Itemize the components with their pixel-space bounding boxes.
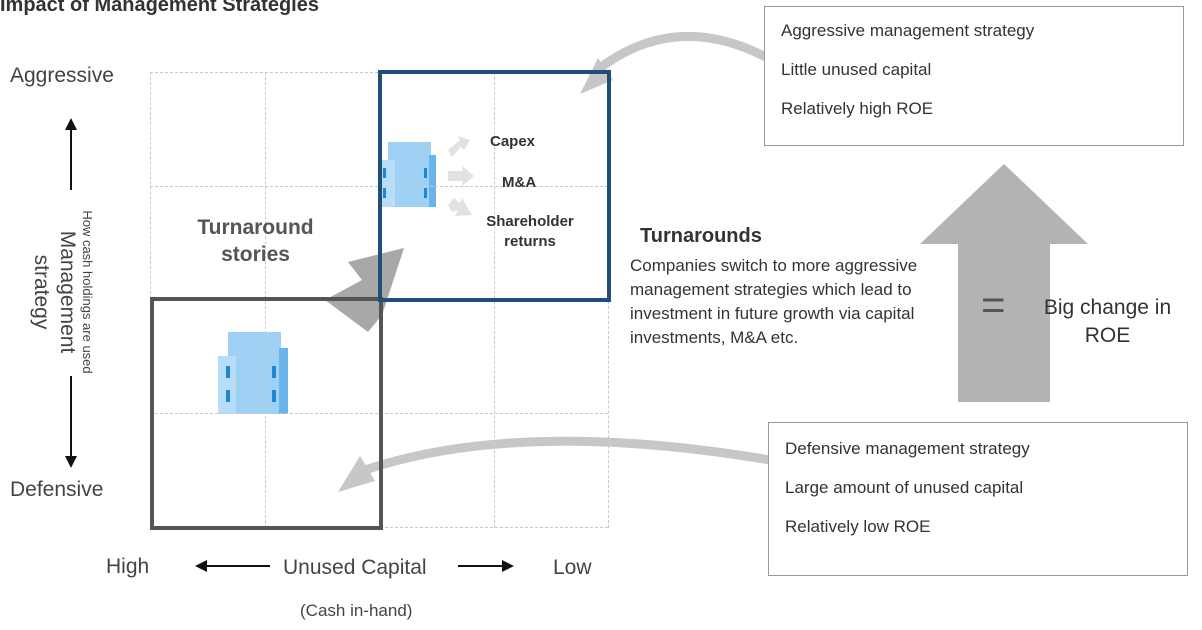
x-axis-right-label: Low: [553, 556, 592, 579]
equals-sign: =: [981, 281, 1006, 328]
x-axis-label: Unused Capital: [283, 556, 427, 579]
uses-arrows: [448, 136, 474, 216]
use-ma: M&A: [502, 174, 537, 191]
x-axis-sublabel: (Cash in-hand): [300, 601, 413, 620]
y-axis-title: How cash holdings are used Management st…: [30, 197, 95, 387]
aggressive-line-1: Aggressive management strategy: [781, 21, 1035, 40]
vertical-axis-arrow: [65, 118, 77, 468]
use-shareholder-returns: Shareholder returns: [486, 213, 574, 250]
building-icon-large: [218, 332, 288, 414]
x-axis-left-label: High: [106, 555, 150, 578]
y-axis-bottom-label: Defensive: [10, 478, 104, 501]
defensive-info-box: Defensive management strategy Large amou…: [768, 422, 1188, 576]
page-title: Impact of Management Strategies: [0, 0, 319, 16]
curved-arrow-top: [580, 31, 778, 94]
aggressive-quadrant-box: [378, 70, 611, 302]
horizontal-axis-arrow: [195, 560, 514, 572]
aggressive-line-3: Relatively high ROE: [781, 99, 934, 118]
defensive-line-2: Large amount of unused capital: [785, 478, 1024, 497]
building-icon-small: [379, 142, 436, 207]
aggressive-line-2: Little unused capital: [781, 60, 932, 79]
turnaround-stories-label: Turnaround stories: [197, 216, 314, 266]
turnaround-arrow: [325, 248, 404, 332]
turnarounds-description: Companies switch to more aggressive mana…: [630, 256, 918, 347]
roe-up-arrow: [920, 164, 1088, 402]
defensive-quadrant-box: [150, 297, 383, 530]
curved-arrow-bottom: [338, 436, 771, 492]
defensive-line-1: Defensive management strategy: [785, 439, 1030, 458]
use-capex: Capex: [490, 133, 536, 150]
y-axis-top-label: Aggressive: [10, 64, 114, 87]
y-axis-sublabel: How cash holdings are used: [80, 210, 95, 374]
turnarounds-title: Turnarounds: [640, 225, 762, 247]
roe-change-label: Big change in ROE: [1043, 296, 1172, 347]
defensive-line-3: Relatively low ROE: [785, 517, 931, 536]
y-axis-label: Management strategy: [30, 230, 79, 354]
aggressive-info-box: Aggressive management strategy Little un…: [764, 6, 1184, 146]
